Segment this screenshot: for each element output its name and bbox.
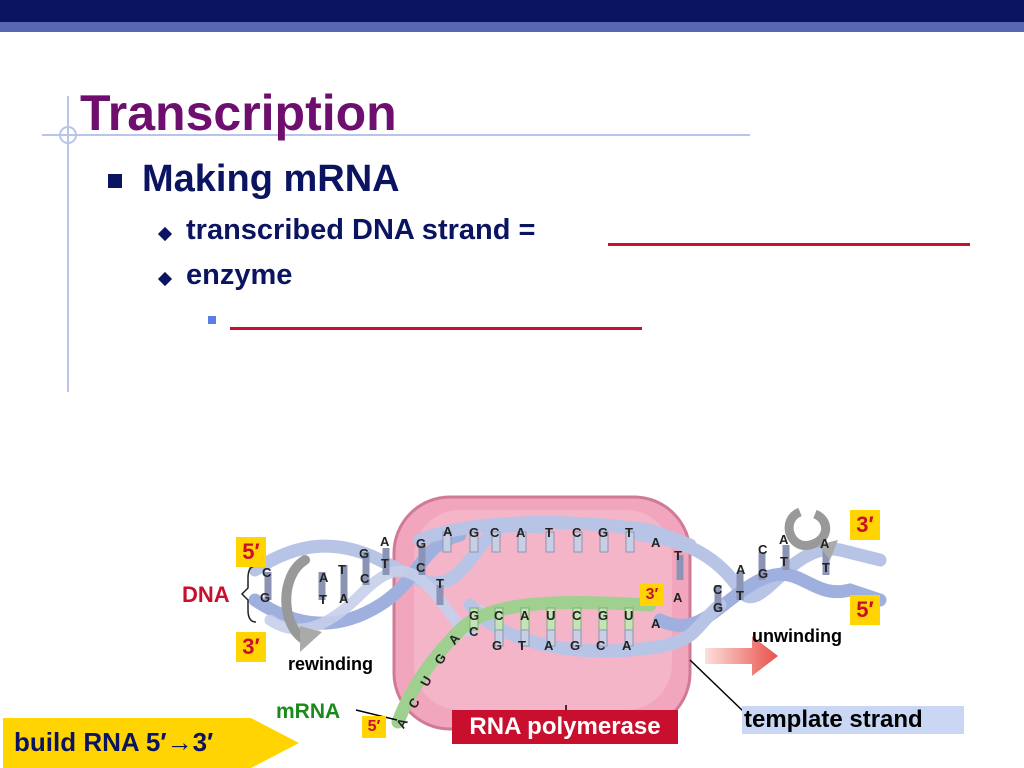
base-label: T bbox=[780, 554, 788, 569]
three-prime-left-label: 3′ bbox=[236, 632, 266, 662]
top-bar-accent bbox=[0, 22, 1024, 32]
rewinding-label: rewinding bbox=[288, 654, 373, 674]
dna-label: DNA bbox=[182, 582, 230, 607]
top-strand-bases: A G C A T C G T bbox=[443, 524, 633, 540]
base-label: A bbox=[673, 590, 683, 605]
base-label: T bbox=[338, 562, 346, 577]
three-prime-right-label: 3′ bbox=[850, 510, 880, 540]
dna-strand-left-b bbox=[248, 528, 467, 630]
rna-polymerase-label: RNA polymerase bbox=[452, 710, 678, 744]
base-label: T bbox=[625, 525, 633, 540]
base-label: G bbox=[570, 638, 580, 653]
mrna-strand bbox=[391, 596, 657, 729]
base-label: U bbox=[546, 608, 555, 623]
five-prime-rna-label: 5′ bbox=[362, 716, 386, 738]
right-helix-bases: A T A C G C G A T T A A T A bbox=[651, 532, 830, 631]
base-label: T bbox=[518, 638, 526, 653]
direction-arrow-icon bbox=[705, 636, 778, 676]
base-label: G bbox=[469, 608, 479, 623]
base-label: T bbox=[319, 592, 327, 607]
rewinding-arrow-icon bbox=[281, 555, 310, 645]
bullet-transcribed-strand: transcribed DNA strand = bbox=[186, 214, 536, 246]
bullet-enzyme: enzyme bbox=[186, 259, 293, 291]
base-label: A bbox=[443, 524, 453, 539]
base-label: G bbox=[758, 566, 768, 581]
three-prime-rna-label: 3′ bbox=[640, 584, 664, 606]
template-strand-label: template strand bbox=[742, 706, 964, 734]
square-bullet-icon bbox=[208, 316, 216, 324]
base-label: G bbox=[469, 525, 479, 540]
guide-circle bbox=[59, 126, 77, 144]
unwinding-label: unwinding bbox=[752, 626, 842, 646]
fill-in-blank-line bbox=[230, 327, 642, 330]
base-label: G bbox=[598, 525, 608, 540]
base-label: C bbox=[469, 624, 479, 639]
slide-title: Transcription bbox=[80, 85, 397, 141]
base-label: A bbox=[736, 562, 746, 577]
base-label: C bbox=[494, 608, 504, 623]
fill-in-blank-line bbox=[608, 243, 970, 246]
base-label: C bbox=[572, 608, 582, 623]
base-label: A bbox=[779, 532, 789, 547]
base-label: A bbox=[820, 536, 830, 551]
base-label: T bbox=[545, 525, 553, 540]
base-label: A bbox=[651, 535, 661, 550]
dna-strand-right-b bbox=[653, 567, 887, 632]
base-label: A bbox=[339, 591, 349, 606]
left-helix-bases: C G A T T A G C A T G C T bbox=[260, 534, 444, 607]
base-label: T bbox=[822, 560, 830, 575]
unwinding-arrow-icon bbox=[784, 507, 831, 550]
base-label: A bbox=[520, 608, 530, 623]
base-label: C bbox=[490, 525, 500, 540]
base-label: G bbox=[260, 590, 270, 605]
mrna-label: mRNA bbox=[276, 700, 340, 723]
base-label: G bbox=[359, 546, 369, 561]
base-label: C bbox=[713, 582, 723, 597]
top-bar bbox=[0, 0, 1024, 22]
base-label: T bbox=[381, 556, 389, 571]
base-label: C bbox=[360, 571, 370, 586]
base-label: A bbox=[651, 616, 661, 631]
template-bases: C G T A G C A bbox=[469, 624, 632, 653]
base-label: A bbox=[380, 534, 390, 549]
base-label: U bbox=[624, 608, 633, 623]
base-label: A bbox=[319, 570, 329, 585]
base-label: A bbox=[622, 638, 632, 653]
bullet-making-mrna: Making mRNA bbox=[142, 158, 400, 200]
base-label: C bbox=[416, 560, 426, 575]
rna-bases: G C A U C G U bbox=[469, 608, 633, 623]
base-label: C bbox=[262, 565, 272, 580]
base-label: G bbox=[713, 600, 723, 615]
vertical-guide-line bbox=[67, 96, 69, 392]
base-label: G bbox=[598, 608, 608, 623]
build-rna-label: build RNA 5′→3′ bbox=[14, 727, 214, 757]
base-label: C bbox=[596, 638, 606, 653]
base-label: T bbox=[674, 548, 682, 563]
base-label: A bbox=[544, 638, 554, 653]
coding-strand-top bbox=[413, 516, 697, 552]
five-prime-left-label: 5′ bbox=[236, 537, 266, 567]
base-label: A bbox=[516, 525, 526, 540]
base-label: T bbox=[736, 588, 744, 603]
square-bullet-icon bbox=[108, 174, 122, 188]
five-prime-right-label: 5′ bbox=[850, 595, 880, 625]
title-guide-line bbox=[42, 134, 750, 136]
dna-brace bbox=[240, 565, 257, 623]
build-direction-arrow-icon bbox=[3, 718, 299, 768]
base-label: G bbox=[492, 638, 502, 653]
base-label: C bbox=[758, 542, 768, 557]
base-label: C bbox=[572, 525, 582, 540]
base-label: G bbox=[416, 536, 426, 551]
base-label: T bbox=[436, 576, 444, 591]
